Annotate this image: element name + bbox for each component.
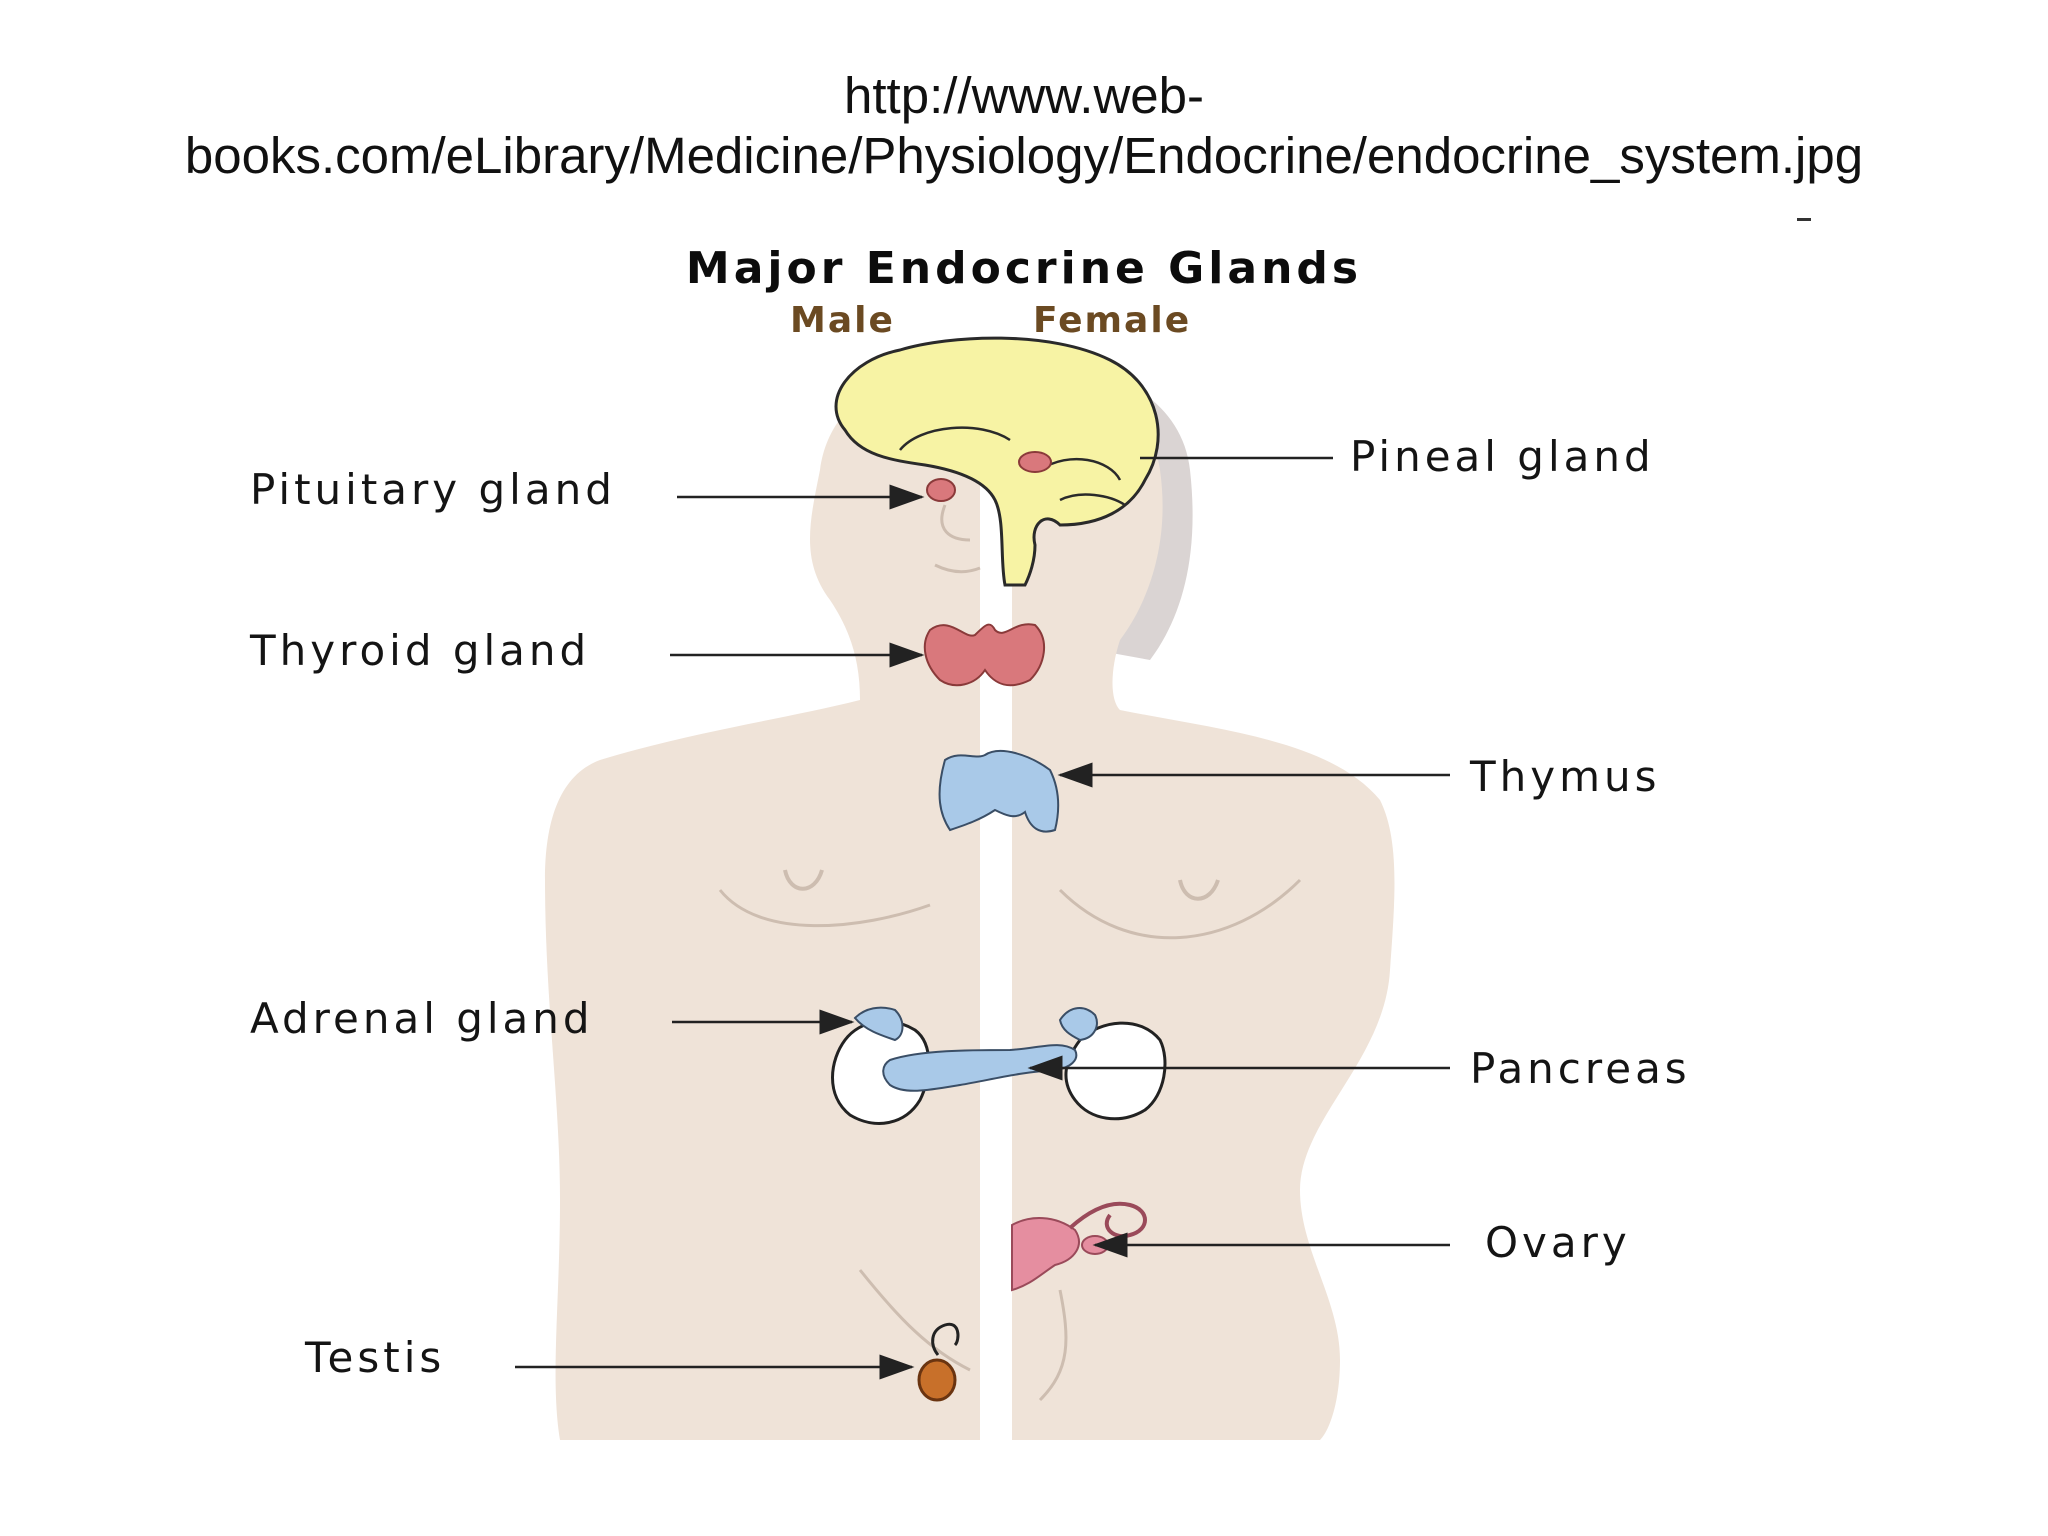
female-nipple bbox=[1178, 879, 1220, 901]
male-body-silhouette bbox=[545, 369, 980, 1440]
thyroid-gland bbox=[923, 623, 1046, 687]
female-body-silhouette bbox=[1012, 368, 1395, 1440]
label-pancreas: Pancreas bbox=[1470, 1044, 1691, 1093]
label-thymus: Thymus bbox=[1470, 752, 1661, 801]
subtitle-female: Female bbox=[1033, 300, 1192, 341]
diagram-title: Major Endocrine Glands bbox=[685, 243, 1363, 294]
spermatic-cord bbox=[931, 1322, 960, 1356]
subtitle-male: Male bbox=[790, 300, 895, 341]
brain bbox=[834, 336, 1160, 587]
label-pineal-gland: Pineal gland bbox=[1350, 432, 1655, 481]
left-adrenal-gland bbox=[853, 1006, 904, 1042]
source-url-line-2: books.com/eLibrary/Medicine/Physiology/E… bbox=[184, 127, 1864, 184]
male-hip-line bbox=[858, 1269, 971, 1372]
male-chest-line bbox=[718, 889, 931, 928]
male-mouth bbox=[934, 563, 981, 574]
male-nose bbox=[940, 504, 971, 542]
label-pituitary-gland: Pituitary gland bbox=[250, 465, 616, 514]
label-thyroid-gland: Thyroid gland bbox=[250, 626, 591, 675]
source-url-line-1: http://www.web- bbox=[844, 67, 1204, 124]
right-adrenal-gland bbox=[1058, 1007, 1098, 1042]
pineal-gland bbox=[1018, 451, 1052, 473]
uterus bbox=[1011, 1217, 1080, 1292]
testis bbox=[917, 1358, 957, 1402]
stray-dash bbox=[1797, 218, 1811, 221]
thymus bbox=[938, 750, 1060, 833]
female-chest-line bbox=[1058, 878, 1302, 940]
right-kidney bbox=[1064, 1021, 1167, 1121]
fallopian-tube bbox=[1068, 1201, 1147, 1239]
label-testis: Testis bbox=[305, 1333, 446, 1382]
female-hip-line bbox=[1038, 1289, 1068, 1402]
male-nipple bbox=[783, 869, 824, 891]
pituitary-gland bbox=[926, 478, 956, 502]
label-ovary: Ovary bbox=[1485, 1218, 1631, 1267]
label-adrenal-gland: Adrenal gland bbox=[250, 994, 594, 1043]
